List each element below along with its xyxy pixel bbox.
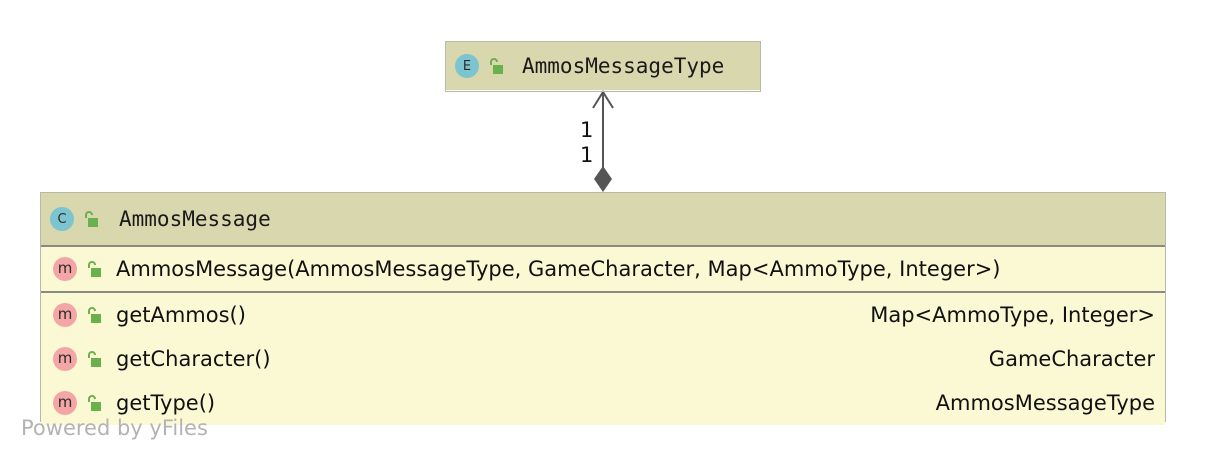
public-lock-icon bbox=[85, 211, 98, 227]
method-return-type: AmmosMessageType bbox=[935, 391, 1155, 415]
constructor-row[interactable]: m AmmosMessage(AmmosMessageType, GameCha… bbox=[41, 247, 1165, 291]
method-icon: m bbox=[53, 257, 77, 281]
target-multiplicity: 1 bbox=[580, 143, 594, 167]
yfiles-watermark: Powered by yFiles bbox=[21, 416, 208, 440]
edge-arrowhead bbox=[592, 90, 614, 109]
method-return-type: Map<AmmoType, Integer> bbox=[870, 303, 1155, 327]
public-lock-icon bbox=[490, 58, 503, 74]
method-icon: m bbox=[53, 303, 77, 327]
method-name: getType() bbox=[116, 391, 216, 415]
constructor-section: m AmmosMessage(AmmosMessageType, GameCha… bbox=[41, 245, 1165, 291]
enum-node[interactable]: E AmmosMessageType bbox=[445, 41, 761, 92]
enum-name: AmmosMessageType bbox=[522, 54, 725, 78]
method-row-getammos[interactable]: m getAmmos() Map<AmmoType, Integer> bbox=[41, 293, 1165, 337]
method-icon: m bbox=[53, 347, 77, 371]
method-name: getAmmos() bbox=[116, 303, 246, 327]
public-lock-icon bbox=[88, 261, 101, 277]
method-return-type: GameCharacter bbox=[988, 347, 1155, 371]
enum-header: E AmmosMessageType bbox=[446, 42, 760, 90]
class-node[interactable]: C AmmosMessage m AmmosMessage(AmmosMessa… bbox=[40, 192, 1166, 425]
constructor-signature: AmmosMessage(AmmosMessageType, GameChara… bbox=[116, 257, 1001, 281]
public-lock-icon bbox=[88, 307, 101, 323]
enum-icon: E bbox=[455, 54, 479, 78]
method-row-getcharacter[interactable]: m getCharacter() GameCharacter bbox=[41, 337, 1165, 381]
methods-section: m getAmmos() Map<AmmoType, Integer> m ge… bbox=[41, 291, 1165, 425]
method-name: getCharacter() bbox=[116, 347, 271, 371]
class-name: AmmosMessage bbox=[119, 207, 271, 231]
public-lock-icon bbox=[88, 351, 101, 367]
class-icon: C bbox=[50, 207, 74, 231]
class-header: C AmmosMessage bbox=[41, 193, 1165, 245]
source-multiplicity: 1 bbox=[580, 118, 594, 142]
method-icon: m bbox=[53, 391, 77, 415]
method-row-gettype[interactable]: m getType() AmmosMessageType bbox=[41, 381, 1165, 425]
public-lock-icon bbox=[88, 395, 101, 411]
composition-diamond bbox=[594, 166, 612, 192]
